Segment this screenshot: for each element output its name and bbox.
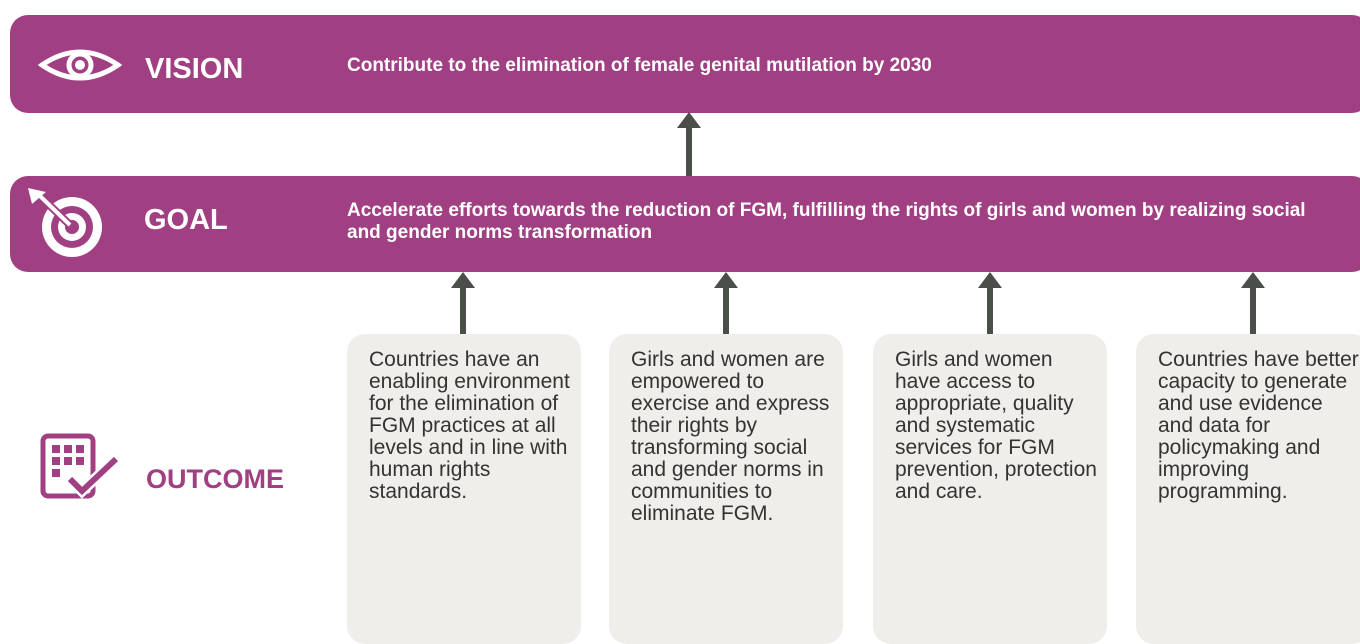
outcome-card: Girls and women are empowered to exercis… [609, 334, 843, 644]
vision-text: Contribute to the elimination of female … [347, 55, 932, 76]
goal-text: Accelerate efforts towards the reduction… [347, 200, 1306, 243]
outcome-card: Countries have an enabling environment f… [347, 334, 581, 644]
outcome-card-text: Girls and women are empowered to exercis… [631, 348, 830, 525]
eye-icon [38, 49, 122, 81]
arrow-up-icon [978, 272, 1002, 334]
outcome-label: OUTCOME [146, 464, 284, 494]
goal-band: GOAL Accelerate efforts towards the redu… [10, 176, 1360, 272]
arrow-up-icon [1241, 272, 1265, 334]
checklist-icon [40, 433, 120, 499]
target-icon [28, 188, 102, 257]
vision-label: VISION [145, 53, 244, 85]
vision-band: VISION Contribute to the elimination of … [10, 15, 1360, 113]
goal-label: GOAL [144, 204, 228, 236]
arrow-up-icon [677, 112, 701, 178]
outcome-card-text: Countries have better capacity to genera… [1158, 348, 1359, 503]
arrow-up-icon [714, 272, 738, 334]
arrow-up-icon [451, 272, 475, 334]
outcome-card-text: Countries have an enabling environment f… [369, 348, 570, 503]
outcome-card: Girls and women have access to appropria… [873, 334, 1107, 644]
outcome-card: Countries have better capacity to genera… [1136, 334, 1360, 644]
outcome-card-text: Girls and women have access to appropria… [895, 348, 1097, 503]
